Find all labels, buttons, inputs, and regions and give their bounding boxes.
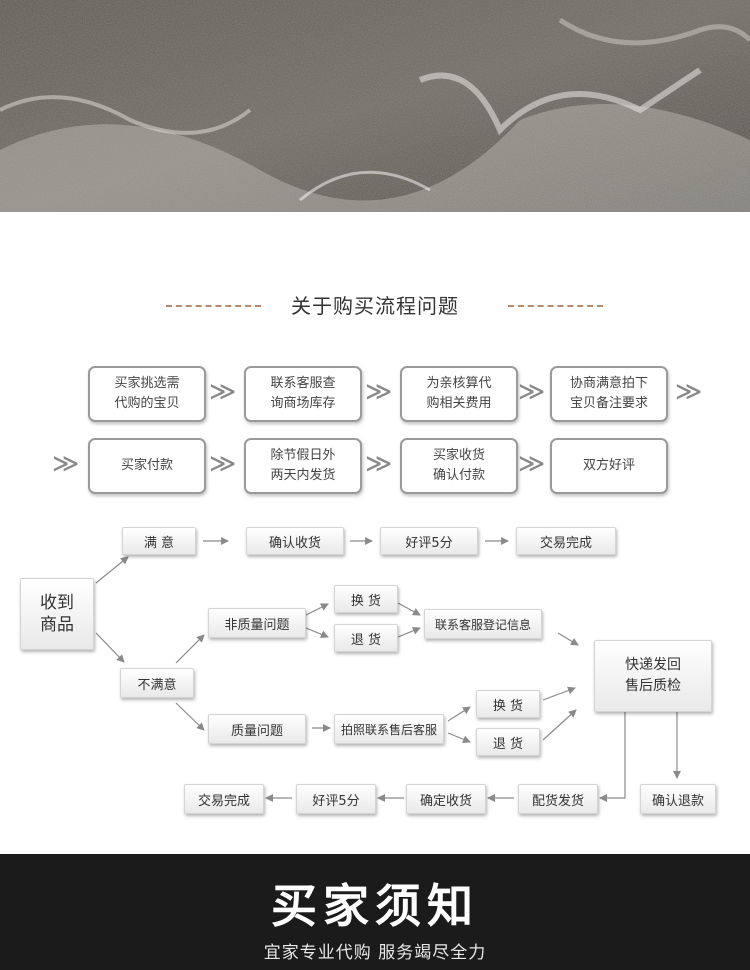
arrow — [398, 603, 420, 615]
arrow — [96, 557, 128, 583]
flow-node-unsatisfied: 不满意 — [120, 668, 194, 698]
flow-node-quality-issue: 质量问题 — [208, 714, 306, 744]
arrow — [176, 703, 204, 730]
product-photo-art — [0, 0, 750, 212]
purchase-step-3: 为亲核算代 购相关费用 — [400, 366, 518, 422]
heading-right-dash — [508, 305, 603, 307]
arrow — [448, 707, 470, 721]
chevron-right-icon: ≫ — [365, 379, 392, 405]
chevron-right-icon: ≫ — [209, 451, 236, 477]
product-photo — [0, 0, 750, 212]
chevron-right-icon: ≫ — [52, 451, 79, 477]
flow-node-exchange: 换 货 — [334, 585, 398, 613]
chevron-right-icon: ≫ — [518, 379, 545, 405]
flow-node-deal-done: 交易完成 — [516, 527, 616, 555]
footer-subtitle: 宜家专业代购 服务竭尽全力 — [0, 938, 750, 963]
purchase-step-label: 联系客服查 询商场库存 — [270, 374, 335, 414]
purchase-step-label: 买家付款 — [121, 456, 173, 476]
flow-node-good-review-2: 好评5分 — [296, 784, 376, 814]
purchase-step-1: 买家挑选需 代购的宝贝 — [88, 366, 206, 422]
purchase-step-label: 为亲核算代 购相关费用 — [426, 374, 491, 414]
purchase-step-2: 联系客服查 询商场库存 — [244, 366, 362, 422]
flow-node-non-quality-issue: 非质量问题 — [208, 608, 306, 638]
flow-node-receive: 收到 商品 — [20, 578, 94, 650]
purchase-step-7: 买家收货 确认付款 — [400, 438, 518, 494]
chevron-right-icon: ≫ — [365, 451, 392, 477]
chevron-right-icon: ≫ — [209, 379, 236, 405]
flow-node-contact-register: 联系客服登记信息 — [424, 609, 542, 639]
flow-node-satisfied: 满 意 — [122, 527, 196, 555]
flow-node-good-review: 好评5分 — [380, 527, 478, 555]
section-heading: 关于购买流程问题 — [0, 290, 750, 319]
purchase-step-label: 协商满意拍下 宝贝备注要求 — [570, 374, 648, 414]
arrow — [306, 628, 328, 637]
purchase-step-label: 双方好评 — [583, 456, 635, 476]
arrow — [306, 604, 328, 615]
footer-title: 买家须知 — [0, 870, 750, 936]
purchase-step-label: 除节假日外 两天内发货 — [270, 446, 335, 486]
flow-node-confirm-receipt: 确认收货 — [246, 527, 344, 555]
arrow — [558, 633, 578, 645]
flow-node-photo-contact: 拍照联系售后客服 — [334, 714, 444, 744]
flow-node-return: 退 货 — [476, 728, 540, 756]
flow-node-exchange: 换 货 — [476, 690, 540, 718]
arrow — [543, 688, 575, 700]
purchase-step-6: 除节假日外 两天内发货 — [244, 438, 362, 494]
arrow — [398, 628, 420, 637]
flow-node-ship-replacement: 配货发货 — [518, 784, 598, 814]
chevron-right-icon: ≫ — [518, 451, 545, 477]
arrow — [176, 635, 204, 663]
footer-banner: 买家须知 宜家专业代购 服务竭尽全力 — [0, 854, 750, 970]
purchase-step-4: 协商满意拍下 宝贝备注要求 — [550, 366, 668, 422]
flow-node-return: 退 货 — [334, 624, 398, 652]
purchase-step-label: 买家收货 确认付款 — [433, 446, 485, 486]
purchase-step-8: 双方好评 — [550, 438, 668, 494]
flow-node-confirm-refund: 确认退款 — [640, 784, 716, 814]
arrow — [96, 633, 124, 662]
arrow — [448, 733, 470, 742]
arrow — [600, 712, 625, 798]
flow-node-express-back-inspection: 快递发回 售后质检 — [594, 640, 712, 712]
arrow — [543, 710, 576, 740]
flow-node-confirm-receipt-2: 确定收货 — [406, 784, 486, 814]
flow-node-deal-done-2: 交易完成 — [184, 784, 264, 814]
chevron-right-icon: ≫ — [675, 379, 702, 405]
purchase-step-label: 买家挑选需 代购的宝贝 — [114, 374, 179, 414]
purchase-step-5: 买家付款 — [88, 438, 206, 494]
